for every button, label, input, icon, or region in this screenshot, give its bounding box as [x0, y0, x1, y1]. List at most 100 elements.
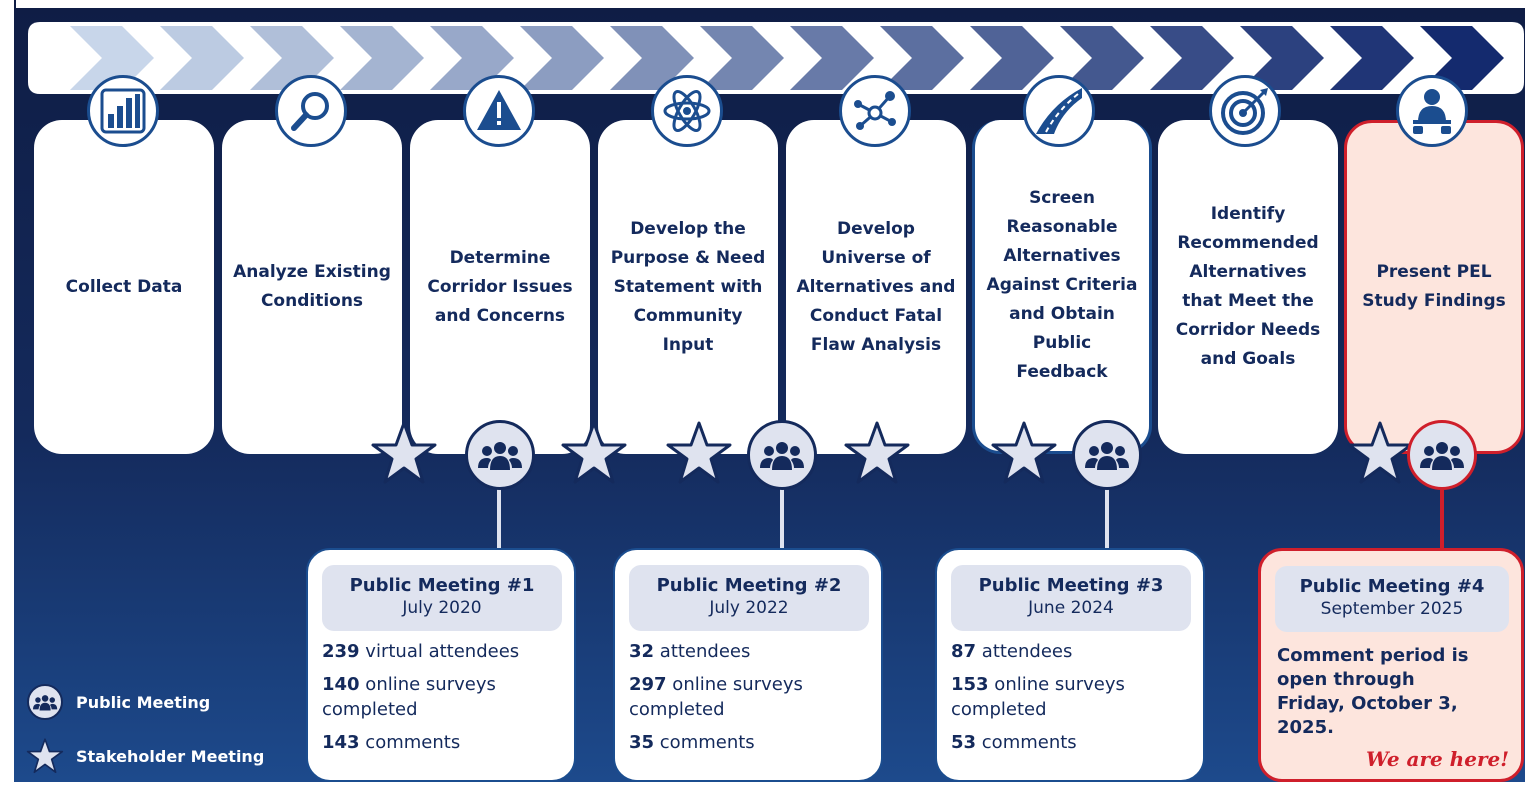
- chevron-segment: [160, 26, 244, 90]
- public-meeting-3-box: Public Meeting #3 June 2024 87 attendees…: [935, 548, 1205, 782]
- chevron-segment: [1150, 26, 1234, 90]
- stakeholder-meeting-star-icon: [1347, 421, 1413, 484]
- stakeholder-meeting-star-icon: [666, 421, 732, 484]
- meeting-date: July 2020: [402, 598, 482, 618]
- step-card-analyze-conditions: Analyze Existing Conditions: [222, 120, 402, 454]
- meeting-header: Public Meeting #4 September 2025: [1275, 566, 1509, 632]
- public-meeting-people-icon: [1407, 420, 1477, 490]
- stat-text: comments: [359, 732, 461, 753]
- meeting-stat: 297 online surveys completed: [629, 672, 869, 722]
- step-card-corridor-issues: Determine Corridor Issues and Concerns: [410, 120, 590, 454]
- meeting-stat: 140 online surveys completed: [322, 672, 562, 722]
- meeting-header: Public Meeting #3 June 2024: [951, 565, 1191, 631]
- chevron-segment: [250, 26, 334, 90]
- stat-value: 32: [629, 641, 655, 662]
- meeting-date: June 2024: [1028, 598, 1114, 618]
- meeting-stat: 143 comments: [322, 729, 562, 756]
- chevron-segment: [1330, 26, 1414, 90]
- meeting-header: Public Meeting #1 July 2020: [322, 565, 562, 631]
- chevron-segment: [430, 26, 514, 90]
- stat-value: 143: [322, 732, 360, 753]
- meeting-title: Public Meeting #3: [978, 575, 1164, 596]
- meeting-stat: 35 comments: [629, 729, 869, 756]
- public-meeting-1-box: Public Meeting #1 July 2020 239 virtual …: [306, 548, 576, 782]
- process-chevron-ribbon: [28, 22, 1524, 94]
- chevron-segment: [1240, 26, 1324, 90]
- step-label: Develop the Purpose & Need Statement wit…: [610, 218, 766, 355]
- public-meeting-people-icon: [747, 420, 817, 490]
- stat-value: 140: [322, 674, 360, 695]
- connector-line: [497, 488, 501, 550]
- meeting-stat: 153 online surveys completed: [951, 672, 1191, 722]
- stat-text: comments: [976, 732, 1077, 753]
- target-icon: [1209, 75, 1281, 147]
- chevron-segment: [970, 26, 1054, 90]
- meeting-title: Public Meeting #2: [656, 575, 842, 596]
- stakeholder-meeting-star-icon: [371, 421, 437, 484]
- stat-value: 53: [951, 732, 977, 753]
- step-label: Collect Data: [65, 276, 183, 297]
- step-card-present-findings: Present PEL Study Findings: [1344, 120, 1524, 454]
- stat-text: online surveys completed: [951, 674, 1125, 720]
- we-are-here-label: We are here!: [1365, 747, 1509, 771]
- stakeholder-meeting-star-icon: [844, 421, 910, 484]
- stat-text: comments: [654, 732, 755, 753]
- stat-value: 153: [951, 674, 989, 695]
- chevron-segment: [340, 26, 424, 90]
- legend-label: Stakeholder Meeting: [76, 746, 265, 766]
- warning-icon: [463, 75, 535, 147]
- step-card-screen-alternatives: Screen Reasonable Alternatives Against C…: [972, 120, 1152, 454]
- bar-chart-icon: [87, 75, 159, 147]
- public-meeting-people-icon: [465, 420, 535, 490]
- connector-line: [1105, 488, 1109, 550]
- public-meeting-4-box: Public Meeting #4 September 2025 Comment…: [1258, 548, 1524, 782]
- meeting-date: September 2025: [1320, 599, 1464, 619]
- atom-icon: [651, 75, 723, 147]
- meeting-stat: 239 virtual attendees: [322, 638, 562, 665]
- step-card-universe-alternatives: Develop Universe of Alternatives and Con…: [786, 120, 966, 454]
- meeting-header: Public Meeting #2 July 2022: [629, 565, 869, 631]
- step-label: Present PEL Study Findings: [1362, 262, 1506, 311]
- stat-text: virtual attendees: [359, 641, 520, 662]
- chevron-segment: [610, 26, 694, 90]
- meeting-stat: 32 attendees: [629, 638, 869, 665]
- frame-edge: [14, 0, 16, 14]
- presenter-icon: [1396, 75, 1468, 147]
- step-card-recommended-alternatives: Identify Recommended Alternatives that M…: [1158, 120, 1338, 454]
- public-meeting-2-box: Public Meeting #2 July 2022 32 attendees…: [613, 548, 883, 782]
- connector-line-current: [1440, 488, 1444, 550]
- public-meeting-legend-icon: [26, 683, 64, 721]
- chevron-segment: [1060, 26, 1144, 90]
- step-label: Develop Universe of Alternatives and Con…: [796, 218, 956, 355]
- public-meeting-people-icon: [1072, 420, 1142, 490]
- chevron-segment: [520, 26, 604, 90]
- road-icon: [1023, 75, 1095, 147]
- legend-label: Public Meeting: [76, 692, 211, 712]
- stat-text: attendees: [654, 641, 751, 662]
- stat-value: 87: [951, 641, 977, 662]
- comment-period-note: Comment period is open through Friday, O…: [1277, 645, 1469, 738]
- chevron-segment: [790, 26, 874, 90]
- step-label: Analyze Existing Conditions: [233, 262, 391, 311]
- stakeholder-meeting-star-icon: [991, 421, 1057, 484]
- chevron-segment: [700, 26, 784, 90]
- stat-value: 239: [322, 641, 360, 662]
- meeting-title: Public Meeting #1: [349, 575, 535, 596]
- step-label: Screen Reasonable Alternatives Against C…: [986, 188, 1138, 382]
- stat-value: 297: [629, 674, 667, 695]
- chevron-segment: [70, 26, 154, 90]
- magnifier-icon: [275, 75, 347, 147]
- network-icon: [839, 75, 911, 147]
- chevron-segment: [880, 26, 964, 90]
- meeting-stat: 53 comments: [951, 729, 1191, 756]
- stat-text: online surveys completed: [322, 674, 496, 720]
- step-card-collect-data: Collect Data: [34, 120, 214, 454]
- step-card-purpose-need: Develop the Purpose & Need Statement wit…: [598, 120, 778, 454]
- chevron-segment: [1420, 26, 1504, 90]
- step-label: Determine Corridor Issues and Concerns: [427, 247, 573, 326]
- stat-text: attendees: [976, 641, 1073, 662]
- meeting-stat: 87 attendees: [951, 638, 1191, 665]
- stakeholder-meeting-star-icon: [561, 421, 627, 484]
- connector-line: [780, 488, 784, 550]
- legend-stakeholder-meeting: Stakeholder Meeting: [26, 737, 264, 775]
